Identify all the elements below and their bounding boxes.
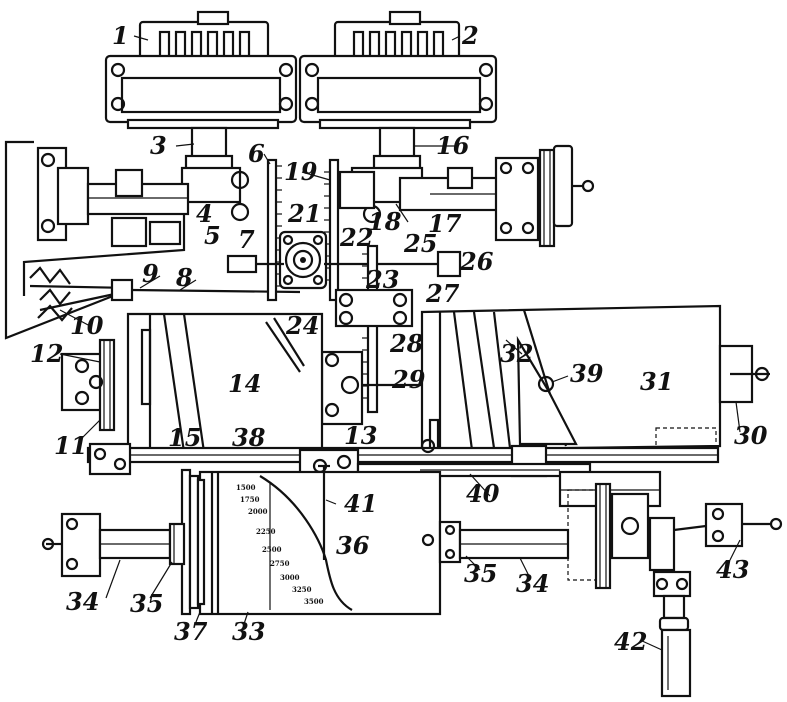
label-19: 19	[284, 157, 318, 186]
shaft-34-left	[41, 512, 186, 578]
spring-10	[29, 266, 301, 322]
scale-2750: 2750	[270, 559, 290, 568]
label-5: 5	[204, 221, 221, 250]
gear-12	[60, 338, 116, 432]
label-37: 37	[174, 617, 208, 646]
label-21: 21	[287, 199, 321, 228]
housing-2	[298, 10, 498, 130]
label-9: 9	[142, 259, 159, 288]
left-frame	[4, 140, 190, 340]
label-34-left: 34	[66, 587, 99, 616]
label-27: 27	[425, 279, 460, 308]
label-34-right: 34	[516, 569, 549, 598]
label-24: 24	[285, 311, 319, 340]
label-18: 18	[368, 207, 402, 236]
shaft-7	[226, 250, 462, 278]
coupling-3	[180, 126, 250, 222]
scale-2500: 2500	[262, 545, 282, 554]
scale-3500: 3500	[304, 597, 324, 606]
label-14: 14	[228, 369, 261, 398]
label-23: 23	[365, 265, 399, 294]
label-10: 10	[70, 311, 104, 340]
right-upper-assembly	[338, 144, 595, 248]
case-31	[420, 304, 770, 452]
label-41: 41	[344, 489, 377, 518]
label-39: 39	[570, 359, 604, 388]
label-17: 17	[428, 209, 462, 238]
scale-1750: 1750	[240, 495, 260, 504]
scale-3250: 3250	[292, 585, 312, 594]
scale-3000: 3000	[280, 573, 300, 582]
rack-19	[324, 158, 340, 302]
label-12: 12	[30, 339, 63, 368]
pulley-37	[180, 468, 206, 616]
reference-labels: 1 2 3 4 5 6 7 8 9 10 11 12 13 14 15 16 1…	[30, 21, 768, 656]
label-40: 40	[466, 479, 500, 508]
gear-21	[278, 230, 328, 290]
drum-scale: 1500 1750 2000 2250 2500 2750 3000 3250 …	[236, 483, 324, 606]
label-1: 1	[112, 21, 129, 50]
label-38: 38	[232, 423, 266, 452]
label-28: 28	[389, 329, 424, 358]
handle-42	[652, 570, 692, 698]
label-7: 7	[238, 225, 255, 254]
label-6: 6	[248, 139, 265, 168]
label-26: 26	[459, 247, 494, 276]
label-13: 13	[344, 421, 377, 450]
label-25: 25	[403, 229, 437, 258]
label-15: 15	[168, 423, 201, 452]
label-3: 3	[150, 131, 167, 160]
label-42: 42	[614, 627, 647, 656]
label-29: 29	[391, 365, 426, 394]
shaft-34-right	[438, 482, 783, 590]
label-22: 22	[339, 223, 373, 252]
label-36: 36	[336, 531, 370, 560]
scale-2250: 2250	[256, 527, 276, 536]
housing-1	[104, 10, 298, 130]
label-11: 11	[54, 431, 87, 460]
bracket-27	[334, 288, 414, 328]
label-35-right: 35	[464, 559, 497, 588]
scale-2000: 2000	[248, 507, 268, 516]
label-31: 31	[640, 367, 673, 396]
pointer-41	[318, 464, 330, 560]
label-4: 4	[196, 199, 213, 228]
label-33: 33	[232, 617, 265, 646]
label-35-left: 35	[130, 589, 163, 618]
label-2: 2	[461, 21, 479, 50]
scale-1500: 1500	[236, 483, 256, 492]
label-32: 32	[500, 339, 533, 368]
leader-lines	[59, 35, 741, 651]
drum-33	[198, 470, 442, 616]
label-43: 43	[716, 555, 749, 584]
